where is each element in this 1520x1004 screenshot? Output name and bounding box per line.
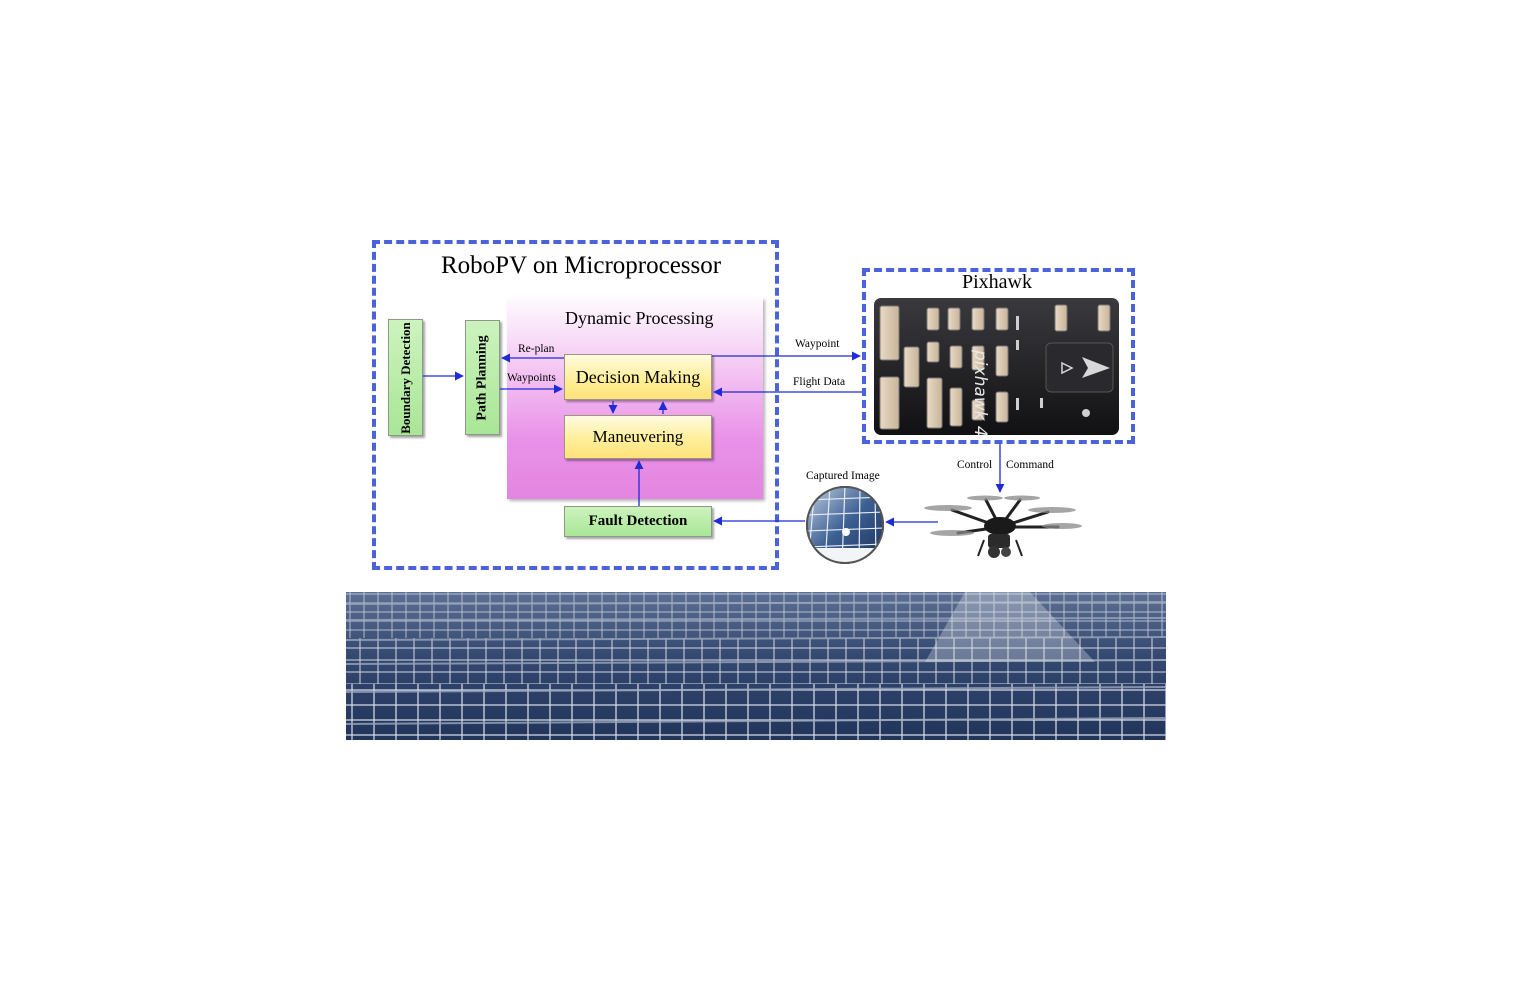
label-captured-image: Captured Image <box>806 470 880 482</box>
label-flight-data: Flight Data <box>793 376 846 388</box>
decision-making-label: Decision Making <box>575 366 701 387</box>
label-command: Command <box>1006 459 1054 471</box>
decision-making-block: Decision Making <box>564 354 712 400</box>
robopv-title: RoboPV on Microprocessor <box>441 252 722 279</box>
boundary-detection-block: Boundary Detection <box>388 319 423 436</box>
pixhawk-title: Pixhawk <box>962 271 1032 293</box>
robopv-frame <box>372 240 779 570</box>
boundary-detection-label: Boundary Detection <box>397 321 413 434</box>
pixhawk-frame <box>862 268 1135 444</box>
fault-detection-label: Fault Detection <box>588 513 688 529</box>
maneuvering-block: Maneuvering <box>564 415 712 459</box>
label-re-plan: Re-plan <box>518 343 555 355</box>
label-waypoints: Waypoints <box>507 372 556 384</box>
maneuvering-label: Maneuvering <box>592 427 684 446</box>
fault-detection-block: Fault Detection <box>564 506 712 537</box>
label-waypoint: Waypoint <box>795 338 840 350</box>
label-control: Control <box>957 459 993 471</box>
path-planning-label: Path Planning <box>474 334 490 421</box>
path-planning-block: Path Planning <box>465 320 500 435</box>
dynamic-processing-title: Dynamic Processing <box>565 308 714 328</box>
pixhawk-logo: pixhawk 4 <box>970 350 990 437</box>
